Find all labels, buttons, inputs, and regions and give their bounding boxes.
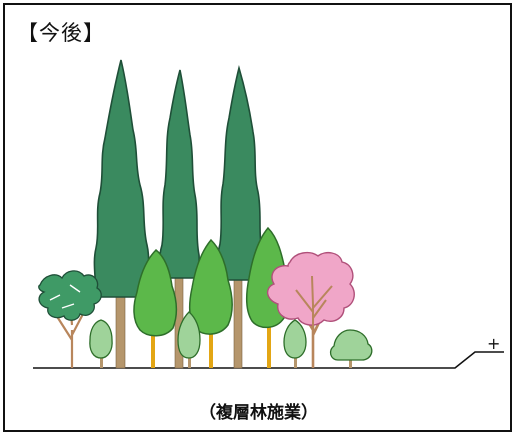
blossom-tree bbox=[267, 251, 355, 368]
shrub-1 bbox=[89, 319, 113, 368]
broadleaf-tree-left bbox=[38, 270, 102, 368]
shrub-4 bbox=[329, 329, 373, 368]
mid-tree-2 bbox=[189, 238, 233, 368]
shrub-2 bbox=[177, 311, 201, 368]
ground-line bbox=[33, 351, 504, 369]
mid-tree-1 bbox=[133, 248, 177, 368]
tall-conifer-left bbox=[93, 59, 150, 369]
shrub-3 bbox=[283, 319, 307, 368]
diagram-title: 【今後】 bbox=[17, 21, 105, 45]
elevation-marker: + bbox=[487, 334, 500, 353]
tall-conifer-right bbox=[216, 64, 264, 369]
diagram-caption: （複層林施業） bbox=[199, 403, 318, 423]
